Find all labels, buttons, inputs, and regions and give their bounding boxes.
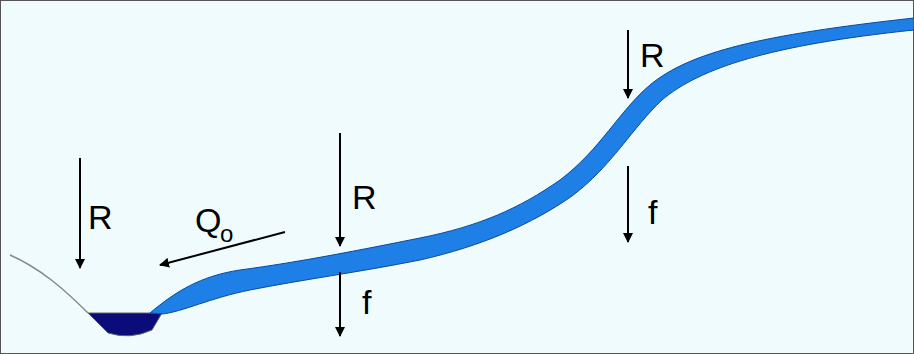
rain-arrow: [339, 133, 341, 246]
infiltration-arrow: [339, 272, 341, 336]
rain-label: R: [88, 200, 113, 234]
rain-arrow: [627, 30, 629, 98]
rain-label: R: [640, 38, 665, 72]
ground-line: [10, 255, 88, 313]
rain-label: R: [352, 180, 377, 214]
flow-subscript: o: [220, 222, 233, 246]
infiltration-label: f: [362, 285, 371, 319]
infiltration-arrow: [627, 166, 629, 242]
saturated-layer: [150, 18, 914, 314]
stream-channel: [88, 313, 162, 336]
infiltration-label: f: [648, 195, 657, 229]
rain-arrow: [79, 158, 81, 268]
flow-label: Q: [195, 203, 221, 237]
